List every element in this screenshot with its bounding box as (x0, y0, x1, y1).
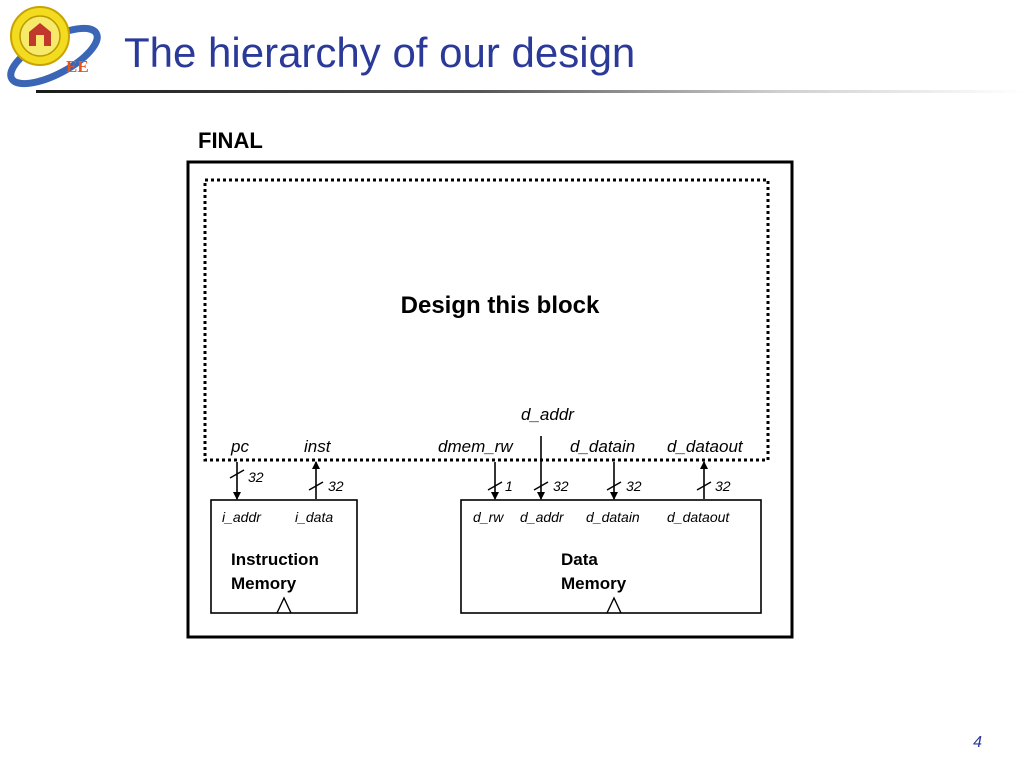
instruction-memory-label-line1: Instruction (231, 550, 319, 569)
port-label-d-dataout: d_dataout (667, 437, 744, 456)
design-block-boundary (203, 178, 770, 462)
bus-width-d-datain: 32 (626, 478, 642, 494)
ee-department-logo: EE (7, 6, 101, 88)
port-label-pc: pc (230, 437, 249, 456)
page-number: 4 (973, 734, 982, 751)
bus-slash-dmem-rw (487, 481, 503, 491)
logo-emblem-door (36, 35, 44, 46)
imem-port-i-addr: i_addr (222, 509, 262, 525)
bus-width-d-dataout: 32 (715, 478, 731, 494)
title-underline (36, 90, 1024, 93)
data-memory-label-line2: Memory (561, 574, 627, 593)
bus-width-dmem-rw: 1 (505, 478, 513, 494)
logo-text: EE (66, 57, 89, 76)
final-module-label: FINAL (198, 128, 263, 153)
design-block-label: Design this block (401, 292, 600, 319)
instruction-memory-label-line2: Memory (231, 574, 297, 593)
data-memory-clock-triangle (606, 596, 622, 614)
instruction-memory-clock-triangle (276, 596, 292, 614)
bus-width-pc: 32 (248, 469, 264, 485)
bus-slash-d-datain (606, 481, 622, 491)
dmem-port-d-addr: d_addr (520, 509, 565, 525)
instruction-memory-box (210, 499, 358, 614)
bus-slash-inst (308, 481, 324, 491)
port-label-dmem-rw: dmem_rw (438, 437, 514, 456)
dmem-port-d-rw: d_rw (473, 509, 504, 525)
bus-slash-pc (229, 469, 245, 479)
final-module-box (186, 160, 794, 639)
imem-port-i-data: i_data (295, 509, 333, 525)
dmem-port-d-datain: d_datain (586, 509, 640, 525)
bus-width-d-addr: 32 (553, 478, 569, 494)
bus-slash-d-dataout (696, 481, 712, 491)
dmem-port-d-dataout: d_dataout (667, 509, 730, 525)
slide-title: The hierarchy of our design (124, 29, 636, 76)
logo-emblem (29, 23, 51, 46)
port-label-d-addr: d_addr (521, 405, 575, 424)
port-label-d-datain: d_datain (570, 437, 635, 456)
bus-width-inst: 32 (328, 478, 344, 494)
data-memory-label-line1: Data (561, 550, 598, 569)
bus-slash-d-addr (533, 481, 549, 491)
data-memory-box (460, 499, 762, 614)
port-label-inst: inst (304, 437, 332, 456)
